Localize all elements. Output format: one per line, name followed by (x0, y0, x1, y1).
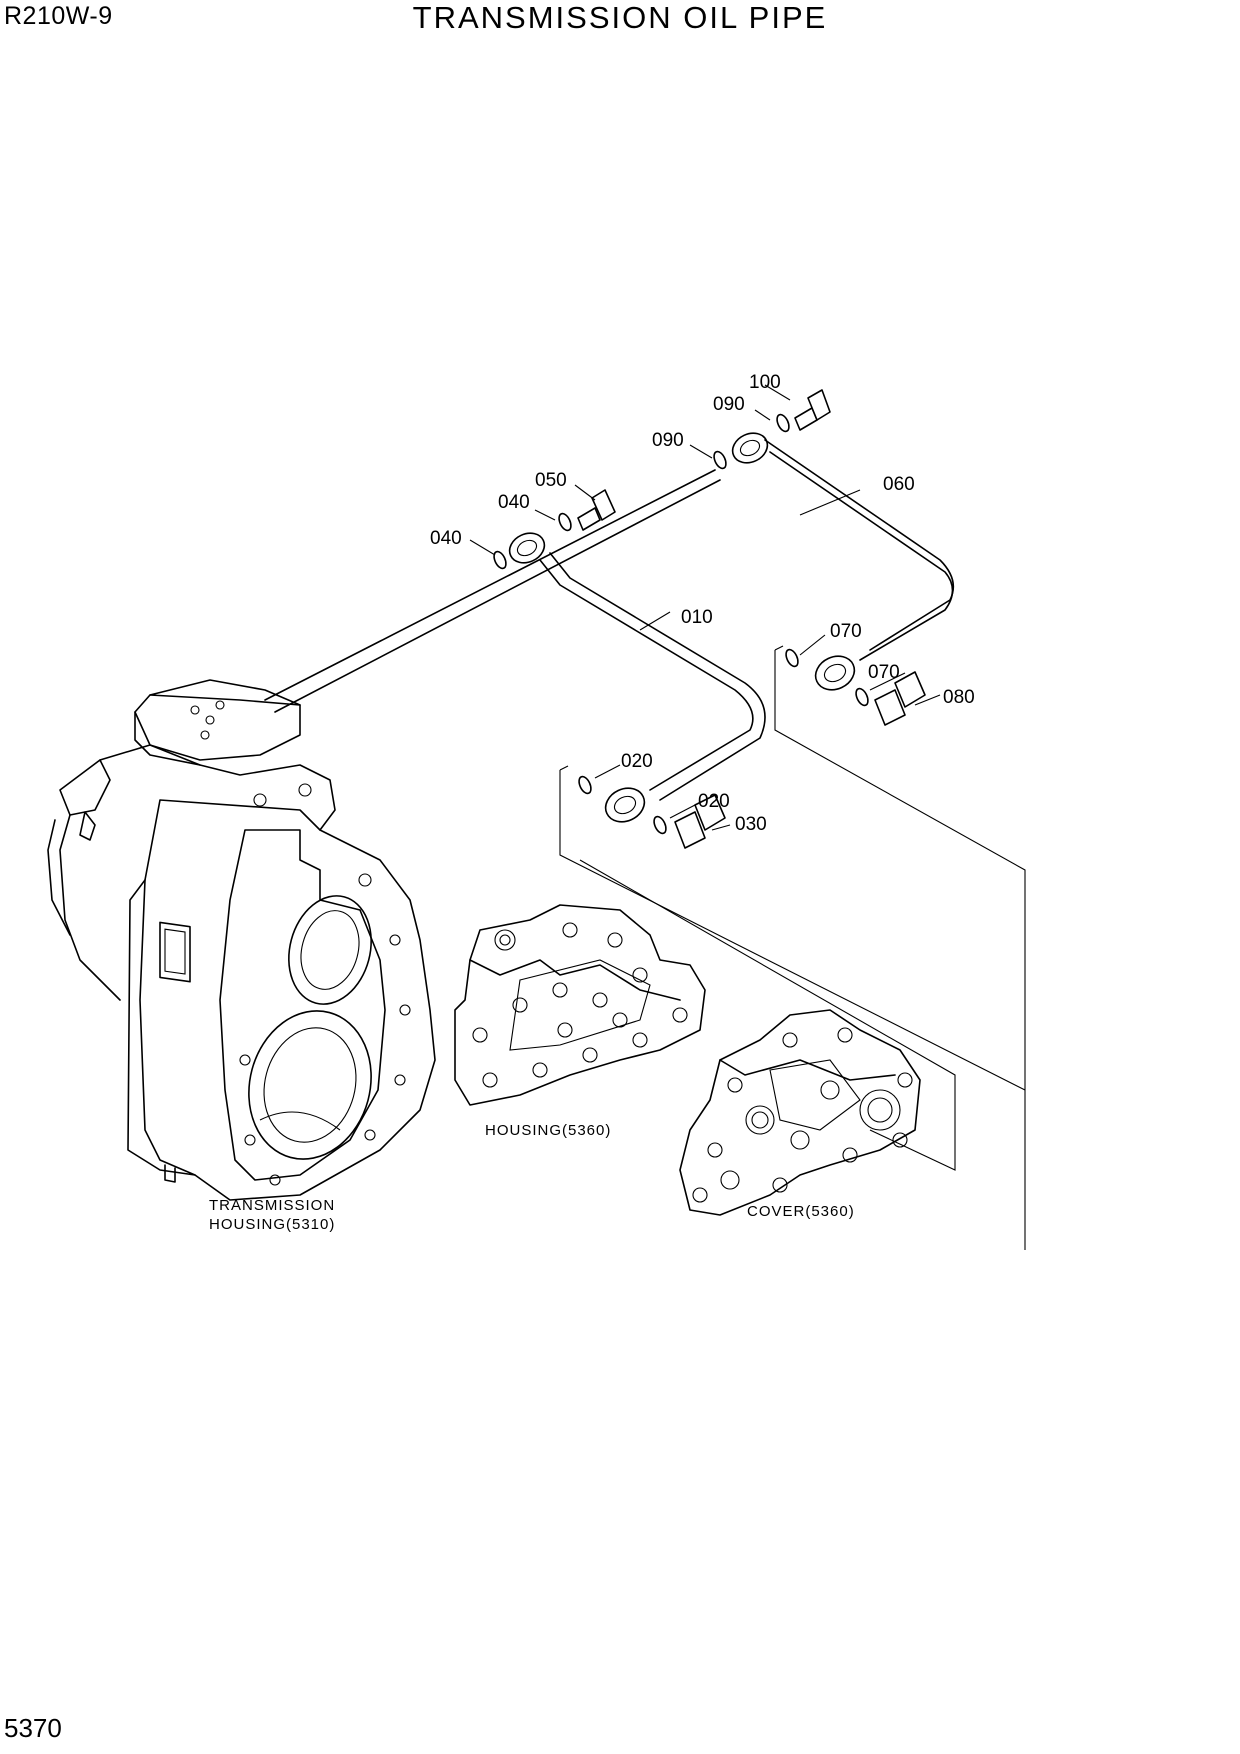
callout-090-upper: 090 (713, 394, 745, 415)
callout-040-upper: 040 (498, 492, 530, 513)
callout-020-left: 020 (621, 751, 653, 772)
model-label: R210W-9 (4, 2, 113, 30)
component-captions: TRANSMISSION HOUSING(5310) HOUSING(5360)… (209, 1122, 855, 1233)
caption-cover: COVER(5360) (747, 1203, 855, 1220)
caption-transmission-housing-line2: HOUSING(5310) (209, 1216, 335, 1233)
callout-090-lower: 090 (652, 430, 684, 451)
seals-and-bolts-drawing (493, 389, 926, 849)
callout-050: 050 (535, 470, 567, 491)
page-number: 5370 (4, 1713, 62, 1743)
oil-pipe-010-drawing (264, 469, 766, 823)
callout-070-lower: 070 (868, 662, 900, 683)
callout-030: 030 (735, 814, 767, 835)
caption-transmission-housing-line1: TRANSMISSION (209, 1197, 335, 1214)
part-callouts: 100 090 090 060 050 040 040 010 070 070 … (430, 372, 975, 835)
callout-020-right: 020 (698, 791, 730, 812)
page-title: TRANSMISSION OIL PIPE (412, 0, 828, 35)
oil-pipe-060-drawing (731, 432, 955, 691)
valve-cover-drawing (679, 1009, 921, 1216)
caption-housing: HOUSING(5360) (485, 1122, 611, 1139)
callout-010: 010 (681, 607, 713, 628)
callout-040-lower: 040 (430, 528, 462, 549)
callout-070-upper: 070 (830, 621, 862, 642)
callout-080: 080 (943, 687, 975, 708)
callout-060: 060 (883, 474, 915, 495)
callout-100: 100 (749, 372, 781, 393)
leader-lines (469, 384, 1026, 1250)
transmission-housing-drawing (47, 679, 436, 1201)
valve-housing-drawing (454, 904, 706, 1106)
